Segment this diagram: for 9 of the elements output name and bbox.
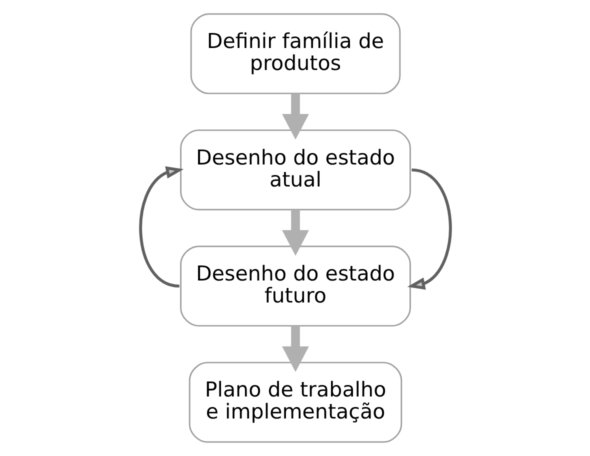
arrow (138, 166, 184, 288)
arrow (406, 168, 452, 290)
node-box: Definir família de produtos (190, 13, 400, 94)
arrow (282, 326, 308, 372)
node-box: Desenho do estado atual (180, 129, 410, 210)
node-box: Plano de trabalho e implementação (188, 362, 402, 443)
arrow (282, 210, 308, 256)
arrow (282, 94, 308, 140)
node-box: Desenho do estado futuro (180, 246, 410, 327)
